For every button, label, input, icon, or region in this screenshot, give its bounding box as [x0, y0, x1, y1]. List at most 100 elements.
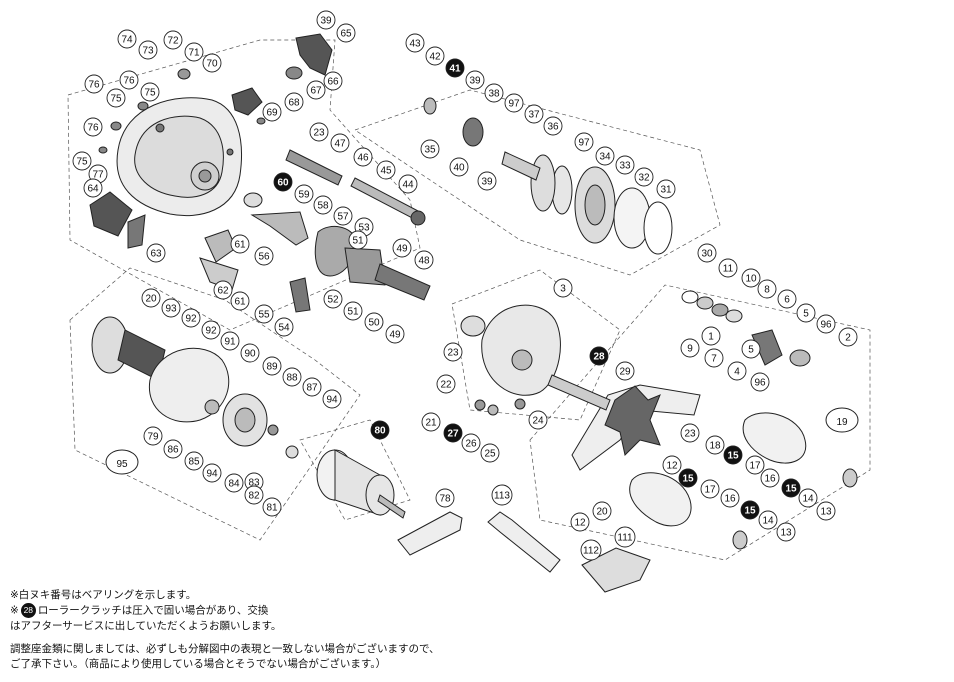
pinion-shaft	[547, 374, 611, 411]
callout-29: 29	[615, 361, 635, 381]
callout-39: 39	[316, 10, 336, 30]
svg-text:14: 14	[762, 516, 774, 527]
callout-41: 41	[445, 58, 465, 78]
svg-text:70: 70	[206, 59, 218, 70]
callout-16: 16	[720, 488, 740, 508]
callout-3: 3	[553, 278, 573, 298]
callout-14: 14	[758, 510, 778, 530]
svg-text:94: 94	[326, 395, 338, 406]
svg-text:4: 4	[734, 367, 740, 378]
callout-17: 17	[745, 455, 765, 475]
svg-text:96: 96	[754, 378, 766, 389]
callout-26: 26	[461, 433, 481, 453]
callout-92: 92	[201, 320, 221, 340]
callout-71: 71	[184, 42, 204, 62]
svg-text:7: 7	[711, 354, 717, 365]
callout-13: 13	[776, 522, 796, 542]
callout-9: 9	[680, 338, 700, 358]
svg-text:13: 13	[820, 507, 832, 518]
svg-text:55: 55	[258, 310, 270, 321]
callout-13: 13	[816, 501, 836, 521]
callout-92: 92	[181, 308, 201, 328]
callout-5: 5	[741, 339, 761, 359]
callout-80: 80	[370, 420, 390, 440]
svg-text:95: 95	[116, 459, 128, 470]
callout-60: 60	[273, 172, 293, 192]
svg-text:39: 39	[469, 76, 481, 87]
callout-52: 52	[323, 289, 343, 309]
svg-text:113: 113	[494, 491, 510, 502]
svg-text:59: 59	[298, 190, 310, 201]
spanner-tool	[397, 511, 463, 556]
svg-text:75: 75	[110, 94, 122, 105]
callout-58: 58	[313, 195, 333, 215]
svg-text:92: 92	[185, 314, 197, 325]
svg-text:6: 6	[784, 295, 790, 306]
clutch-cam	[344, 247, 386, 286]
callout-112: 112	[580, 539, 602, 561]
svg-text:16: 16	[764, 474, 776, 485]
callout-84: 84	[224, 473, 244, 493]
callout-23: 23	[443, 342, 463, 362]
top-cover	[295, 33, 333, 76]
svg-text:1: 1	[708, 332, 714, 343]
svg-text:13: 13	[780, 528, 792, 539]
svg-text:42: 42	[429, 52, 441, 63]
svg-text:34: 34	[599, 152, 611, 163]
svg-text:72: 72	[167, 36, 179, 47]
svg-text:35: 35	[424, 145, 436, 156]
callout-15: 15	[781, 478, 801, 498]
callout-76: 76	[119, 70, 139, 90]
svg-text:17: 17	[749, 461, 761, 472]
svg-text:62: 62	[217, 286, 229, 297]
svg-text:93: 93	[165, 304, 177, 315]
svg-text:76: 76	[87, 123, 99, 134]
callout-87: 87	[302, 377, 322, 397]
svg-text:64: 64	[87, 184, 99, 195]
svg-text:67: 67	[310, 86, 322, 97]
svg-text:91: 91	[224, 337, 236, 348]
callout-28: 28	[589, 346, 609, 366]
callout-39: 39	[477, 171, 497, 191]
svg-text:51: 51	[347, 307, 359, 318]
svg-text:28: 28	[593, 352, 605, 363]
svg-text:86: 86	[167, 445, 179, 456]
cast-control-knob	[231, 87, 263, 116]
callout-11: 11	[718, 258, 738, 278]
callout-24: 24	[528, 410, 548, 430]
callout-45: 45	[376, 160, 396, 180]
part-drawings	[89, 33, 858, 593]
svg-text:45: 45	[380, 166, 392, 177]
callout-51: 51	[348, 230, 368, 250]
svg-text:20: 20	[596, 507, 608, 518]
svg-text:81: 81	[266, 503, 278, 514]
svg-text:83: 83	[248, 478, 260, 489]
svg-text:50: 50	[368, 318, 380, 329]
svg-text:36: 36	[547, 122, 559, 133]
svg-text:78: 78	[439, 494, 451, 505]
group-label-95: 95	[105, 449, 139, 475]
callout-55: 55	[254, 304, 274, 324]
svg-text:68: 68	[288, 98, 300, 109]
callout-64: 64	[83, 178, 103, 198]
callout-33: 33	[615, 155, 635, 175]
note-shims: 調整座金類に関しましては、必ずしも分解図中の表現と一致しない場合がございますので…	[10, 642, 440, 655]
svg-text:57: 57	[337, 212, 349, 223]
svg-text:26: 26	[465, 439, 477, 450]
svg-text:37: 37	[528, 110, 540, 121]
svg-text:43: 43	[409, 39, 421, 50]
svg-text:49: 49	[396, 244, 408, 255]
bearing-60	[243, 192, 263, 208]
svg-text:97: 97	[578, 138, 590, 149]
callout-21: 21	[421, 412, 441, 432]
spool	[316, 449, 406, 519]
callout-12: 12	[662, 455, 682, 475]
svg-text:112: 112	[583, 546, 599, 557]
svg-text:29: 29	[619, 367, 631, 378]
svg-text:39: 39	[481, 177, 493, 188]
svg-text:63: 63	[150, 249, 162, 260]
handle-knob-upper	[742, 412, 807, 464]
svg-text:87: 87	[306, 383, 318, 394]
svg-text:15: 15	[785, 484, 797, 495]
